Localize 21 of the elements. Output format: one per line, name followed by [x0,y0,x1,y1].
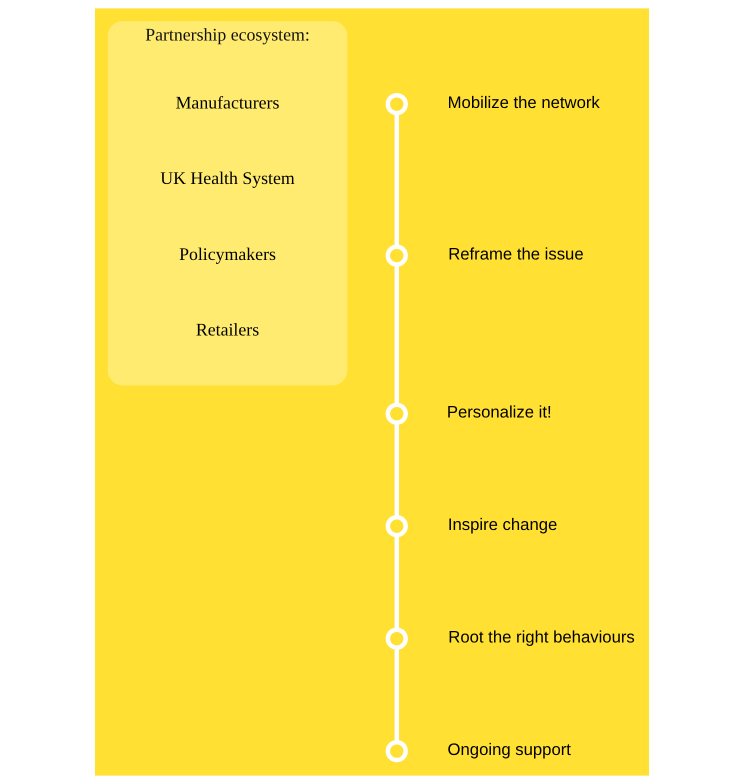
node-text: Policymakers [178,244,276,264]
node-label: Root the right behaviours [448,628,634,647]
node-circle [385,628,408,650]
node-text: Manufacturers [175,92,279,112]
node-circle [385,402,408,425]
node-circle [385,244,408,267]
node-label: Ongoing support [447,740,570,760]
connector [394,422,398,518]
node-circle [385,515,408,538]
node-circle [385,740,408,762]
connector [394,264,398,404]
node-label: Reframe the issue [448,244,584,264]
node-label: Personalize it! [446,402,552,422]
connector [394,648,398,742]
connector [394,535,398,630]
connector [394,113,398,246]
node-label: Inspire change [447,515,557,534]
node-text: UK Health System [160,168,294,188]
node-text: Retailers [195,320,259,340]
node-circle [385,93,408,116]
node-label: Mobilize the network [447,93,600,112]
